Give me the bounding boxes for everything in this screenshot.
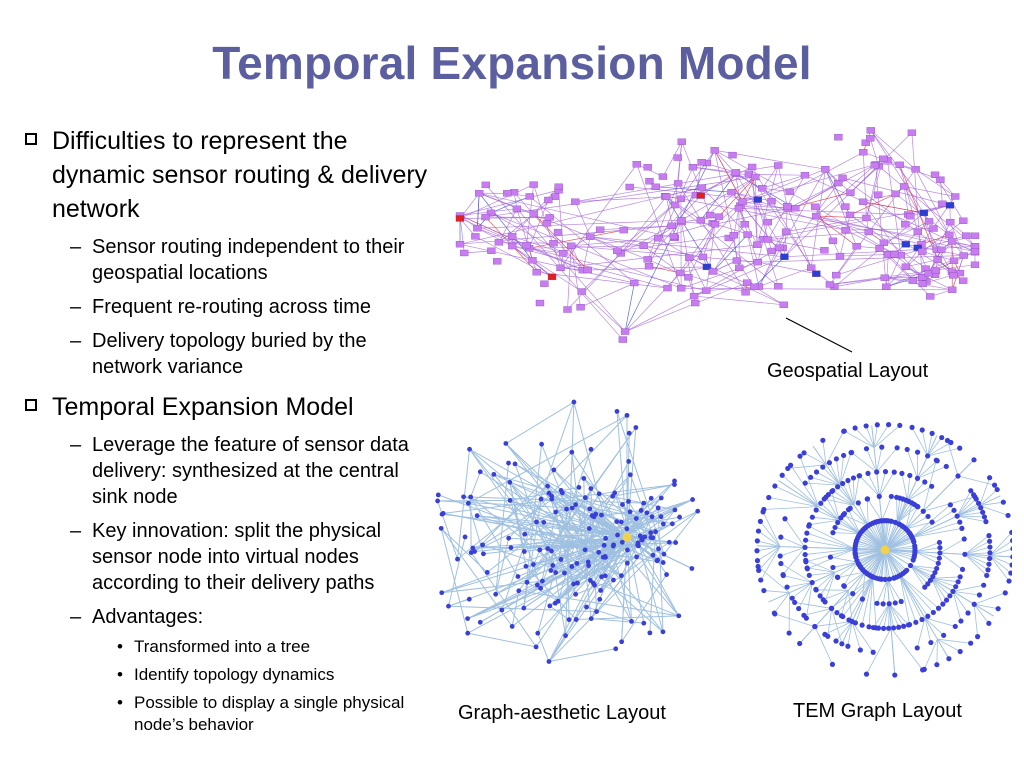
sub-bullet: –Key innovation: split the physical sens… [70,520,382,594]
caption-geospatial: Geospatial Layout [767,360,929,382]
sub-bullet: –Delivery topology buried by the network… [70,330,367,378]
sub-bullet: –Sensor routing independent to their geo… [70,236,405,284]
bullet-text: Temporal Expansion Model [52,393,354,421]
geo-edges [459,130,976,340]
graph-aesthetic-layout-graph [435,399,701,664]
square-bullet-icon [25,133,37,145]
bullet-text: Difficulties to represent the dynamic se… [52,127,428,223]
sub-bullet: –Leverage the feature of sensor data del… [70,434,409,508]
caption-graph-aesthetic: Graph-aesthetic Layout [458,702,666,724]
tem-graph-layout-tree [754,422,1012,678]
bullet-difficulties: Difficulties to represent the dynamic se… [22,124,432,226]
sub-sub-bullet-text: Transformed into a tree [134,637,311,656]
sub-sub-bullet: •Identify topology dynamics [117,665,335,684]
sub-bullet: –Advantages: [70,606,204,628]
sink-node [880,545,890,555]
sub-bullet-text: Advantages: [92,606,204,628]
sub-bullet-text: Leverage the feature of sensor data deli… [92,434,409,508]
sub-sub-bullet-text: Possible to display a single physical no… [134,693,405,734]
sub-sub-bullet: •Possible to display a single physical n… [117,693,405,734]
sub-bullet-text: Delivery topology buried by the network … [92,330,367,378]
sub-bullet-text: Sensor routing independent to their geos… [92,236,405,284]
caption-tem: TEM Graph Layout [793,700,962,722]
sub-bullet-text: Key innovation: split the physical senso… [92,520,382,594]
bullet-list: Difficulties to represent the dynamic se… [22,124,432,736]
ga-edges [437,401,699,662]
sub-sub-bullet-text: Identify topology dynamics [134,665,335,684]
slide-title: Temporal Expansion Model [212,37,812,89]
tem-nodes [754,422,1012,678]
caption-pointer-line [785,317,853,353]
geo-nodes [455,127,980,343]
tem-edges [756,424,1012,676]
geospatial-layout-graph [455,127,980,343]
sub-bullet: –Frequent re-routing across time [70,296,372,318]
sink-node [622,532,632,542]
square-bullet-icon [25,399,37,411]
ga-nodes [435,399,701,664]
sub-bullet-text: Frequent re-routing across time [92,296,372,318]
sub-sub-bullet: •Transformed into a tree [117,637,311,656]
bullet-tem: Temporal Expansion Model [22,390,432,424]
